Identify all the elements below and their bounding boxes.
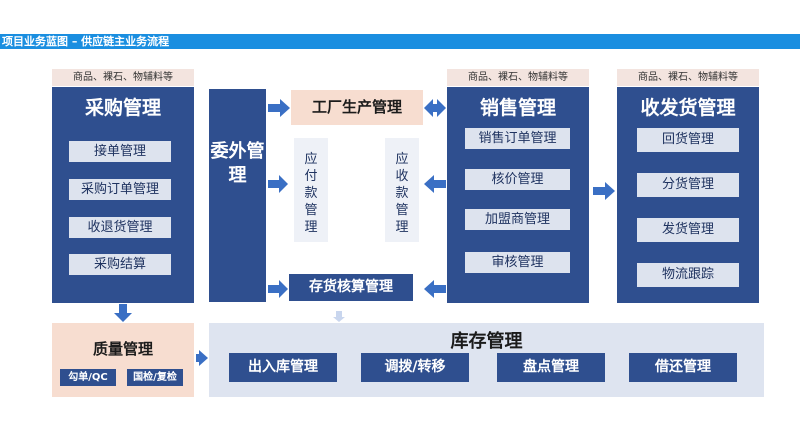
outsource-management-panel xyxy=(209,89,266,302)
arrow-quality-to-stock xyxy=(196,350,208,366)
quality-management-title: 质量管理 xyxy=(92,340,153,358)
inventory-accounting-box: 存货核算管理 xyxy=(289,274,413,301)
purchase-material-tag: 商品、裸石、物辅料等 xyxy=(52,69,194,86)
receivable-box xyxy=(385,138,419,242)
arrow-purchase-to-quality xyxy=(114,304,132,322)
arrow-factory-sales xyxy=(424,99,446,117)
dispatch-item: 发货管理 xyxy=(637,218,739,242)
goods-return-item: 回货管理 xyxy=(637,128,739,152)
receivable-label: 应收款管理 xyxy=(395,152,409,235)
arrow-outsource-to-factory xyxy=(268,99,290,117)
receive-return-item: 收退货管理 xyxy=(69,217,171,238)
shipping-management-title: 收发货管理 xyxy=(640,97,736,119)
review-item: 审核管理 xyxy=(465,252,570,273)
purchase-order-item: 采购订单管理 xyxy=(69,179,171,200)
purchase-settlement-item: 采购结算 xyxy=(69,254,171,275)
arrow-sales-to-inventory-accounting xyxy=(424,280,446,298)
arrow-outsource-to-payable xyxy=(268,175,288,193)
qc-check-item: 勾单/QC xyxy=(60,369,116,386)
stocktaking-item: 盘点管理 xyxy=(497,353,605,382)
sales-management-title: 销售管理 xyxy=(479,97,556,119)
arrow-sales-to-receivable xyxy=(424,175,446,193)
outsource-management-title: 委外管理 xyxy=(210,141,265,186)
arrow-sales-to-shipping xyxy=(593,182,615,200)
logistics-tracking-item: 物流跟踪 xyxy=(637,263,739,287)
payable-box xyxy=(294,138,328,242)
purchase-management-title: 采购管理 xyxy=(84,97,161,119)
factory-production-box: 工厂生产管理 xyxy=(291,90,423,125)
arrow-outsource-to-inventory-accounting xyxy=(268,280,288,298)
in-out-warehouse-item: 出入库管理 xyxy=(229,353,337,382)
goods-distribution-item: 分货管理 xyxy=(637,173,739,197)
title-bar xyxy=(0,34,800,49)
transfer-item: 调拨/转移 xyxy=(361,353,469,382)
order-receiving-item: 接单管理 xyxy=(69,141,171,162)
arrow-inventory-accounting-to-stock xyxy=(333,311,345,322)
sales-order-item: 销售订单管理 xyxy=(465,128,570,149)
page-title: 项目业务蓝图 – 供应链主业务流程 xyxy=(2,35,170,48)
inspection-recheck-item: 国检/复检 xyxy=(127,369,183,386)
pricing-item: 核价管理 xyxy=(465,169,570,190)
franchisee-item: 加盟商管理 xyxy=(465,209,570,230)
stock-management-title: 库存管理 xyxy=(450,331,523,352)
sales-material-tag: 商品、裸石、物辅料等 xyxy=(447,69,589,86)
borrow-return-item: 借还管理 xyxy=(629,353,737,382)
shipping-material-tag: 商品、裸石、物辅料等 xyxy=(617,69,759,86)
payable-label: 应付款管理 xyxy=(304,152,318,235)
